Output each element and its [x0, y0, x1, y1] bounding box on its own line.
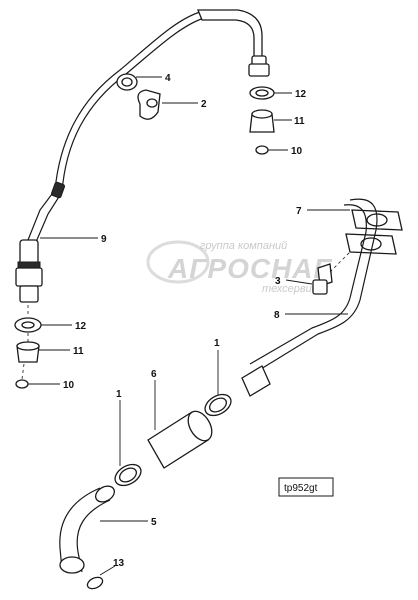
- callout-1a: 1: [214, 338, 220, 349]
- watermark: группа компаний АГРОСНАБ техсервис: [146, 240, 334, 295]
- elbow-hose: [59, 485, 115, 590]
- callout-10a: 10: [291, 146, 303, 157]
- callout-3: 3: [275, 276, 281, 287]
- callout-6: 6: [151, 369, 157, 380]
- callout-11b: 11: [73, 346, 84, 357]
- drain-pipe: [241, 198, 378, 397]
- callout-9: 9: [101, 234, 107, 245]
- callout-1b: 1: [116, 389, 122, 400]
- callout-2: 2: [201, 99, 207, 110]
- upper-oil-line: [54, 9, 270, 193]
- callout-4: 4: [165, 73, 171, 84]
- watermark-line3: техсервис: [262, 283, 318, 295]
- callout-12a: 12: [295, 89, 307, 100]
- leader-13: [99, 565, 116, 576]
- callouts: 4 2 12 11 10 9 7 3 8 12 11 10 1 6 1 5 13: [28, 73, 350, 576]
- callout-5: 5: [151, 517, 157, 528]
- image-code: tp952gt: [278, 477, 334, 497]
- callout-12b: 12: [75, 321, 87, 332]
- left-line-and-fittings: [14, 181, 66, 389]
- watermark-line2: АГРОСНАБ: [167, 253, 334, 284]
- callout-10b: 10: [63, 380, 75, 391]
- callout-8: 8: [274, 310, 280, 321]
- image-code-box: [278, 477, 334, 497]
- hose-and-clamps: [114, 393, 232, 487]
- upper-fitting-stack: [249, 86, 275, 155]
- flange-gaskets: [312, 209, 403, 295]
- watermark-line1: группа компаний: [200, 240, 287, 252]
- callout-11a: 11: [294, 116, 305, 127]
- callout-13: 13: [113, 558, 125, 569]
- image-code-label: tp952gt: [284, 483, 318, 494]
- leader-3: [285, 279, 313, 285]
- grommet-and-clamp: [116, 73, 161, 120]
- watermark-emblem: [146, 240, 210, 284]
- callout-7: 7: [296, 206, 302, 217]
